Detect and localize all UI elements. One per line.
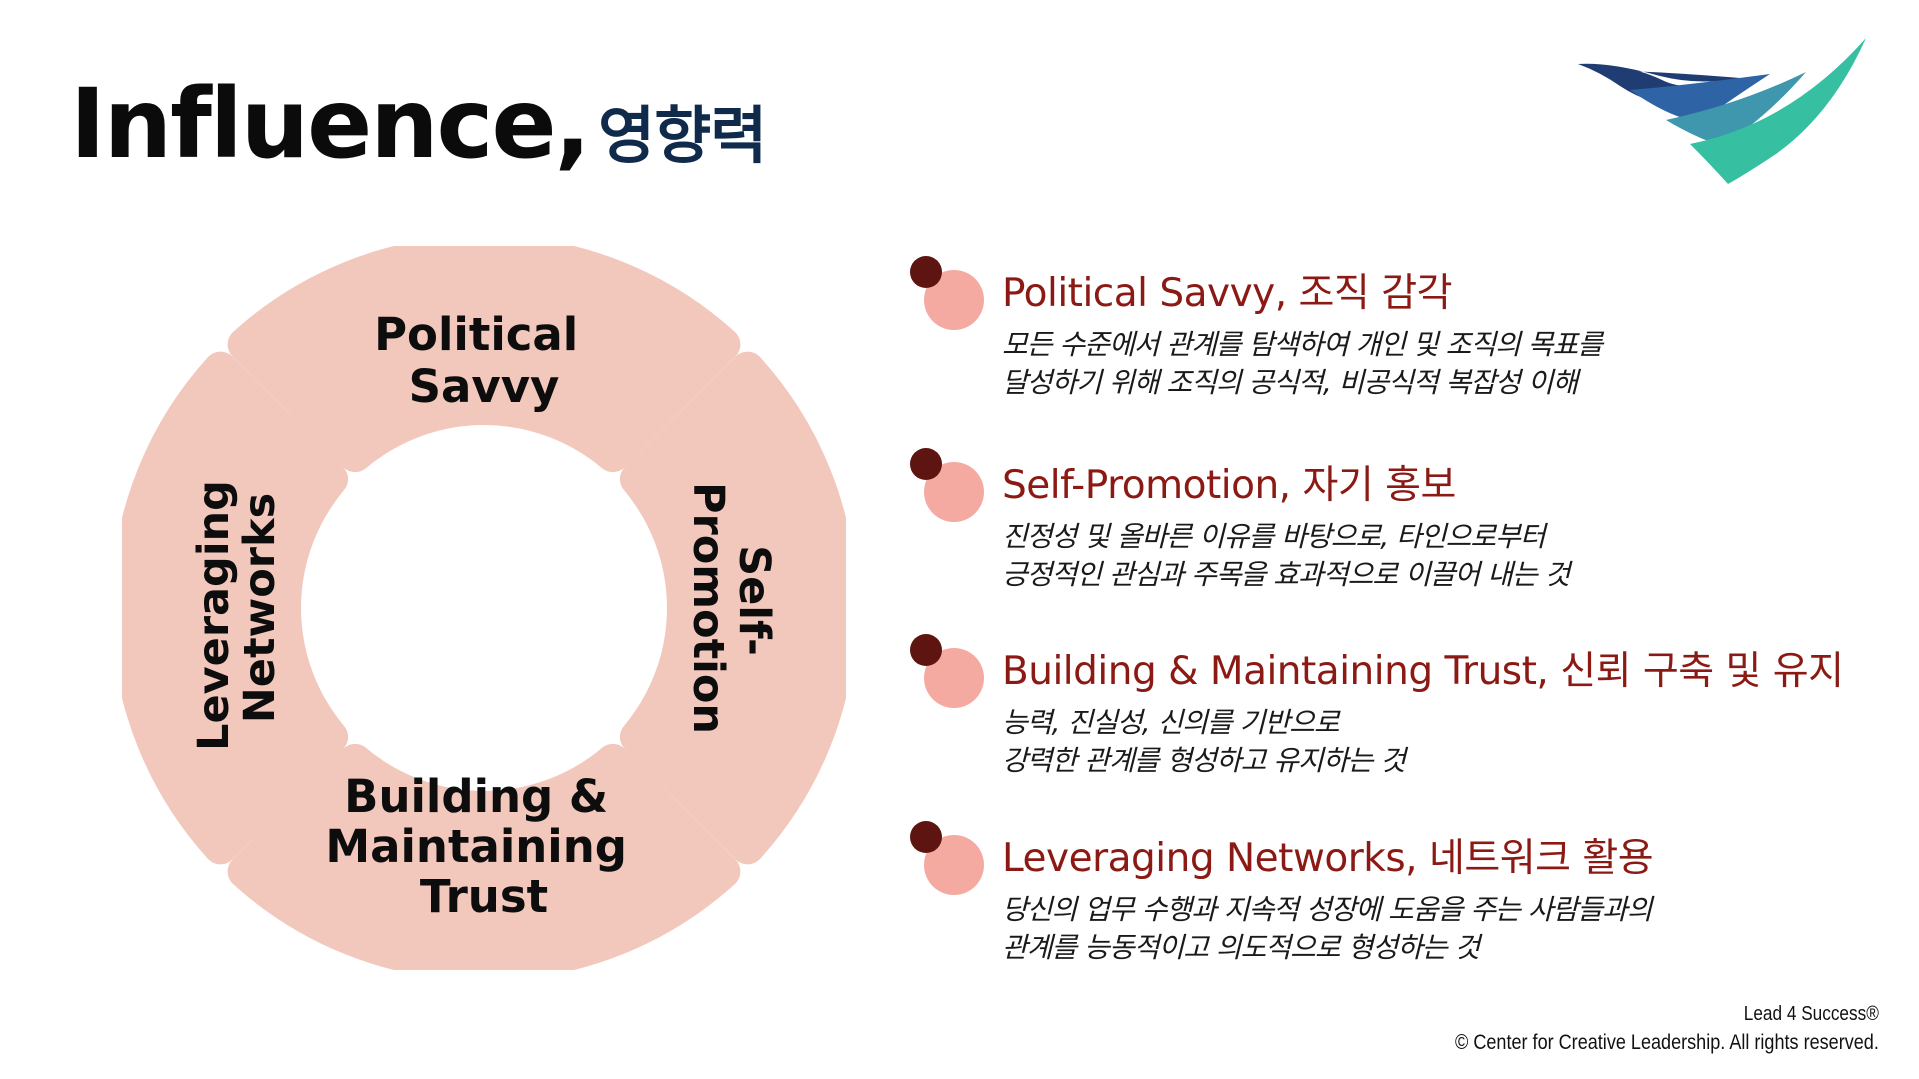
segment-label-right-line-2: Promotion [683, 482, 733, 734]
item-title: Building & Maintaining Trust, 신뢰 구축 및 유지 [1002, 649, 1844, 694]
segment-label-bottom-line-2: Maintaining [325, 820, 627, 873]
item-description: 진정성 및 올바른 이유를 바탕으로, 타인으로부터 긍정적인 관심과 주목을 … [1002, 518, 1570, 594]
item-description-line-1: 당신의 업무 수행과 지속적 성장에 도움을 주는 사람들과의 [1002, 893, 1653, 926]
item-description-line-1: 모든 수준에서 관계를 탐색하여 개인 및 조직의 목표를 [1002, 328, 1603, 361]
footer-copyright: Lead 4 Success® © Center for Creative Le… [1455, 1000, 1879, 1058]
segment-label-left-line-1: Leveraging [189, 480, 239, 751]
segment-right [619, 351, 846, 865]
segment-left [122, 351, 349, 865]
item-description-line-1: 능력, 진실성, 신의를 기반으로 [1002, 706, 1340, 739]
logo-stripe-green [1690, 38, 1866, 184]
influence-diagram: Political Savvy Building & Maintaining T… [122, 246, 846, 970]
ccl-swoosh-logo [1578, 38, 1866, 184]
segment-label-bottom: Building & Maintaining Trust [325, 770, 642, 923]
item-description-line-2: 긍정적인 관심과 주목을 효과적으로 이끌어 내는 것 [1002, 558, 1570, 591]
double-circle-bullet-icon [910, 634, 984, 708]
segment-bottom [227, 743, 741, 970]
logo-stripe-blue [1630, 74, 1770, 122]
item-description-line-2: 달성하기 위해 조직의 공식적, 비공식적 복잡성 이해 [1002, 366, 1578, 399]
segment-top [227, 246, 741, 473]
item-description-line-2: 강력한 관계를 형성하고 유지하는 것 [1002, 744, 1406, 777]
item-title: Political Savvy, 조직 감각 [1002, 271, 1452, 316]
segment-label-top: Political Savvy [374, 308, 594, 413]
page-title-english: Influence, [70, 68, 591, 180]
segment-label-top-line-1: Political [374, 308, 578, 361]
double-circle-bullet-icon [910, 448, 984, 522]
item-description-line-2: 관계를 능동적이고 의도적으로 형성하는 것 [1002, 931, 1480, 964]
footer-brand: Lead 4 Success® [1743, 1003, 1879, 1025]
page-title-korean: 영향력 [598, 99, 767, 172]
segment-label-bottom-line-1: Building & [344, 770, 608, 823]
item-title: Self-Promotion, 자기 홍보 [1002, 463, 1456, 508]
segment-label-left: Leveraging Networks [189, 465, 285, 751]
segment-label-right: Self- Promotion [683, 482, 779, 734]
logo-stripe-teal [1666, 72, 1806, 146]
segment-label-left-line-2: Networks [235, 493, 285, 723]
item-description-line-1: 진정성 및 올바른 이유를 바탕으로, 타인으로부터 [1002, 520, 1546, 553]
double-circle-bullet-icon [910, 256, 984, 330]
item-description: 당신의 업무 수행과 지속적 성장에 도움을 주는 사람들과의 관계를 능동적이… [1002, 891, 1653, 967]
footer-rights: © Center for Creative Leadership. All ri… [1455, 1031, 1879, 1054]
segment-label-top-line-2: Savvy [409, 360, 560, 413]
page-title: Influence, 영향력 [70, 68, 767, 180]
item-description: 모든 수준에서 관계를 탐색하여 개인 및 조직의 목표를 달성하기 위해 조직… [1002, 326, 1603, 402]
segment-label-right-line-1: Self- [729, 545, 779, 656]
double-circle-bullet-icon [910, 821, 984, 895]
item-description: 능력, 진실성, 신의를 기반으로 강력한 관계를 형성하고 유지하는 것 [1002, 704, 1406, 780]
segment-label-bottom-line-3: Trust [420, 870, 548, 923]
item-title: Leveraging Networks, 네트워크 활용 [1002, 836, 1654, 881]
